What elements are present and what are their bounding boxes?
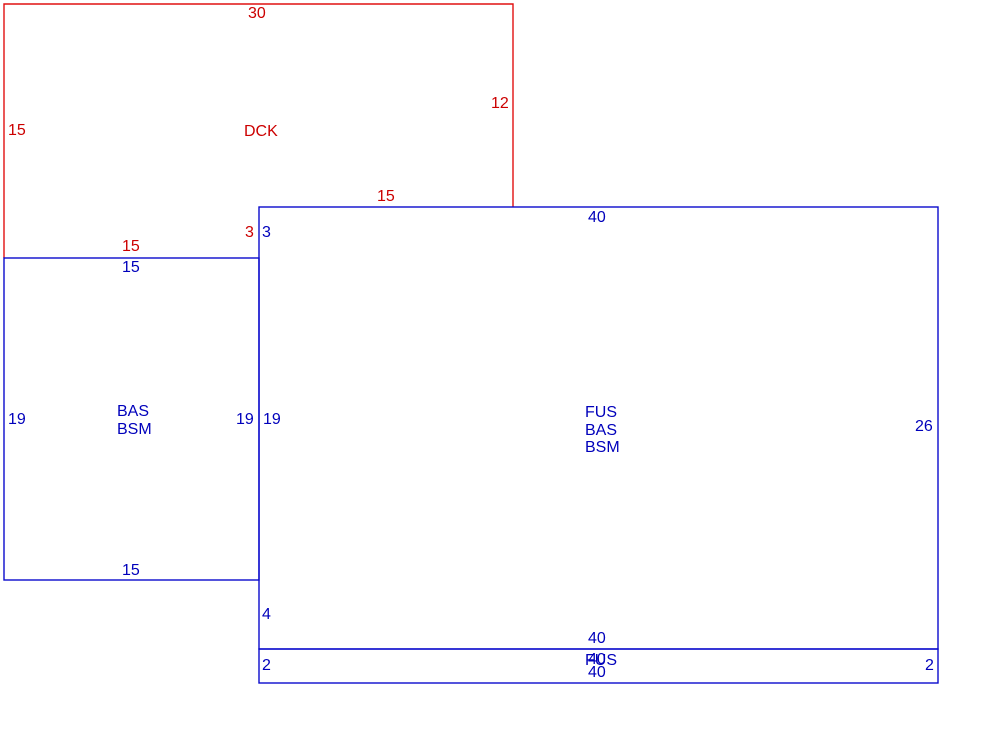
left-block-code-2: BSM xyxy=(117,421,152,438)
deck-dim-notch: 3 xyxy=(245,224,254,241)
deck-code: DCK xyxy=(244,123,278,140)
main-block-dim-right: 26 xyxy=(915,418,933,435)
deck-dim-left: 15 xyxy=(8,122,26,139)
main-block-dim-left-bottom: 4 xyxy=(262,606,271,623)
left-block-dim-top: 15 xyxy=(122,259,140,276)
strip-dim-right: 2 xyxy=(925,657,934,674)
left-block-dim-right: 19 xyxy=(236,411,254,428)
deck-dim-bottom-right: 15 xyxy=(377,188,395,205)
left-block-dim-left: 19 xyxy=(8,411,26,428)
left-block-dim-bottom: 15 xyxy=(122,562,140,579)
main-block-dim-left-mid: 19 xyxy=(263,411,281,428)
deck-dim-top: 30 xyxy=(248,5,266,22)
main-block-code-3: BSM xyxy=(585,439,620,456)
main-block-dim-top: 40 xyxy=(588,209,606,226)
strip-outline xyxy=(258,648,939,684)
main-block-dim-left-top: 3 xyxy=(262,224,271,241)
strip-code: FUS xyxy=(585,652,617,669)
main-block-code-2: BAS xyxy=(585,422,617,439)
main-block-dim-bottom: 40 xyxy=(588,630,606,647)
deck-outline xyxy=(3,3,514,258)
left-block-code-1: BAS xyxy=(117,403,149,420)
strip-dim-left: 2 xyxy=(262,657,271,674)
deck-dim-bottom-left: 15 xyxy=(122,238,140,255)
strip-dim-bottom: 40 xyxy=(588,664,606,681)
deck-dim-right: 12 xyxy=(491,95,509,112)
main-block-code-1: FUS xyxy=(585,404,617,421)
strip-dim-overlap: 40 xyxy=(588,651,606,668)
